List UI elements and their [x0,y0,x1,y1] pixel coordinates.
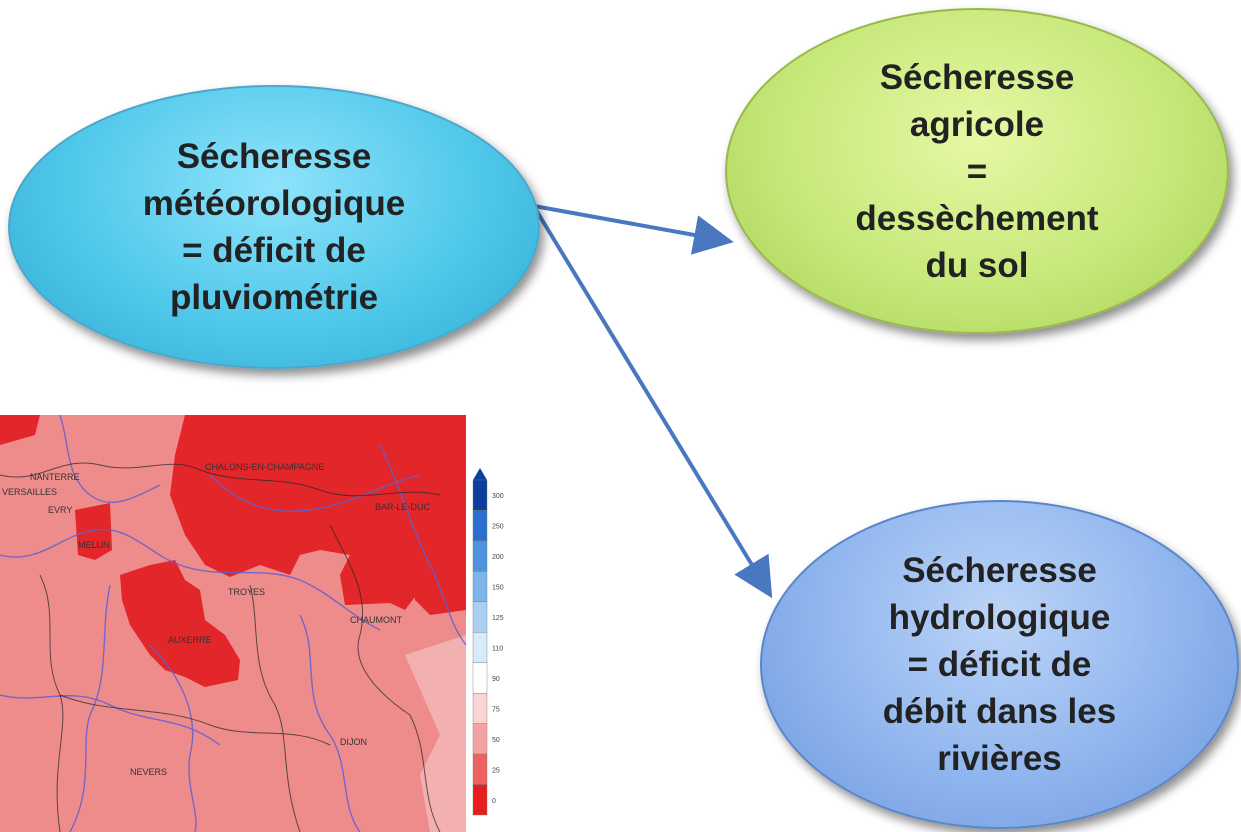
legend-tick-label: 75 [492,706,500,713]
arrow-meteo-to-hydro [534,208,773,599]
hydro-line-1: Sécheresse [902,551,1097,590]
place-labels: CHALONS-EN-CHAMPAGNE BAR-LE-DUC TROYES C… [2,462,431,777]
river-network [0,415,467,832]
legend-tick-label: 90 [492,676,500,683]
lighter-zone-southeast [405,635,466,832]
department-borders [0,462,441,832]
legend-swatch [472,692,488,724]
agricultural-drought-node: Sécheresse agricole = dessèchement du so… [725,8,1229,334]
legend-swatch [472,510,488,542]
agricultural-drought-text: Sécheresse agricole = dessèchement du so… [855,54,1098,289]
label-auxerre: AUXERRE [168,635,212,645]
agri-line-1: Sécheresse [879,57,1075,97]
agri-line-4: dessèchement [855,198,1099,238]
label-bar-le-duc: BAR-LE-DUC [375,502,431,512]
hydro-line-2: hydrologique [888,598,1111,637]
deficit-zone-northeast [170,415,466,610]
legend-swatch [472,784,488,816]
deficit-zone-west [75,503,112,560]
hydro-line-3: = déficit de [907,645,1092,684]
label-melun: MELUN [78,540,110,550]
legend-tick-label: 250 [492,524,504,531]
hydrological-drought-node: Sécheresse hydrologique = déficit de déb… [760,500,1239,829]
legend-tick-label: 0 [492,798,496,805]
label-versailles: VERSAILLES [2,487,57,497]
legend-swatch [472,479,488,511]
legend-swatch [472,632,488,663]
legend-tick-label: 25 [492,767,500,774]
legend-swatch [472,601,488,633]
deficit-zone-center [120,560,240,687]
legend-tick-label: 300 [492,493,504,500]
meteorological-drought-node: Sécheresse météorologique = déficit de p… [8,85,540,369]
legend-tick-label: 125 [492,615,504,622]
legend-swatch [472,540,488,572]
meteorological-drought-text: Sécheresse météorologique = déficit de p… [143,133,406,321]
label-chalons: CHALONS-EN-CHAMPAGNE [205,462,324,472]
meteo-line-3: = déficit de [182,231,366,270]
legend-tick-label: 150 [492,585,504,592]
legend-tick-label: 200 [492,554,504,561]
deficit-zone-east [390,415,466,615]
legend-swatch [472,753,488,785]
meteo-line-4: pluviométrie [169,278,379,317]
legend-tick-label: 50 [492,737,500,744]
meteo-line-2: météorologique [142,184,406,223]
hydrological-drought-text: Sécheresse hydrologique = déficit de déb… [883,547,1116,782]
hydro-line-5: rivières [937,739,1062,778]
agri-line-3: = [966,151,988,191]
legend-swatch [472,723,488,755]
meteo-line-1: Sécheresse [176,137,372,176]
legend-arrow-top [473,468,487,480]
legend-tick-label: 110 [492,646,503,653]
label-nevers: NEVERS [130,767,167,777]
label-nanterre: NANTERRE [30,472,80,482]
agri-line-5: du sol [925,245,1029,285]
agri-line-2: agricole [909,104,1045,144]
hydro-line-4: débit dans les [882,692,1117,731]
label-troyes: TROYES [228,587,265,597]
legend-swatch [472,571,488,603]
rainfall-deficit-map: CHALONS-EN-CHAMPAGNE BAR-LE-DUC TROYES C… [0,415,504,832]
deficit-zone-northwest [0,415,40,445]
label-chaumont: CHAUMONT [350,615,402,625]
label-evry: EVRY [48,505,72,515]
arrow-meteo-to-agri [533,204,734,255]
legend-swatch [472,662,488,694]
label-dijon: DIJON [340,737,367,747]
